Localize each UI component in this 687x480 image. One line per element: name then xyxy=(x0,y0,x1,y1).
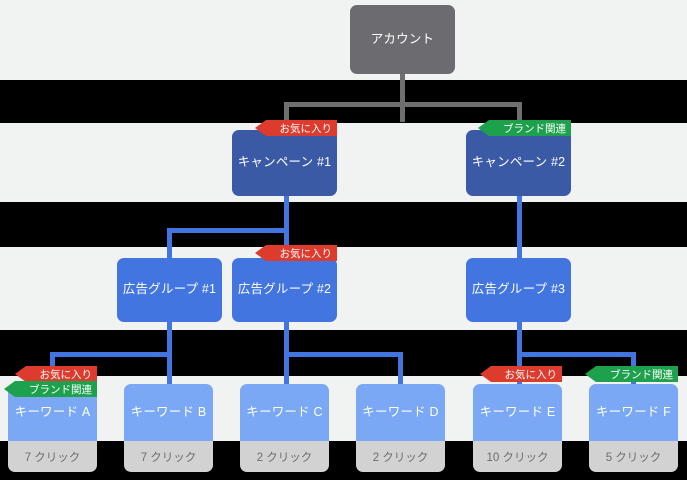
badge-brand-keyword-a[interactable]: ブランド関連 xyxy=(4,381,97,397)
connector-campaign-2-drop xyxy=(517,102,522,130)
node-keyword-c[interactable]: キーワード C xyxy=(240,384,329,441)
keyword-e-clicks: 10 クリック xyxy=(473,441,562,472)
connector-account-stem xyxy=(400,74,405,122)
badge-brand-campaign-2[interactable]: ブランド関連 xyxy=(478,120,571,136)
background-band-2 xyxy=(0,202,687,247)
connector-campaign2-stem xyxy=(517,196,522,258)
node-keyword-f[interactable]: キーワード F xyxy=(589,384,678,441)
connector-campaign-bus xyxy=(284,102,522,107)
node-campaign-2[interactable]: キャンペーン #2 xyxy=(466,130,571,196)
connector-campaign-1-drop xyxy=(284,102,289,130)
background-band-4 xyxy=(0,441,687,480)
connector-keyword-d-drop xyxy=(398,352,403,384)
connector-campaign1-stem xyxy=(284,196,289,258)
badge-favorite-keyword-a[interactable]: お気に入り xyxy=(15,366,97,382)
connector-adgroup-1-drop xyxy=(167,228,172,258)
keyword-d-clicks: 2 クリック xyxy=(356,441,445,472)
node-campaign-1[interactable]: キャンペーン #1 xyxy=(232,130,337,196)
connector-keyword-bus-a xyxy=(50,352,172,357)
node-adgroup-1[interactable]: 広告グループ #1 xyxy=(117,258,222,322)
node-adgroup-3[interactable]: 広告グループ #3 xyxy=(466,258,571,322)
background-band-1 xyxy=(0,80,687,123)
node-adgroup-2[interactable]: 広告グループ #2 xyxy=(232,258,337,322)
badge-favorite-adgroup-2[interactable]: お気に入り xyxy=(255,245,337,261)
connector-adgroup-bus-left xyxy=(167,228,289,233)
badge-brand-keyword-f[interactable]: ブランド関連 xyxy=(585,366,678,382)
node-account[interactable]: アカウント xyxy=(350,5,455,74)
badge-favorite-campaign-1[interactable]: お気に入り xyxy=(255,120,337,136)
node-keyword-e[interactable]: キーワード E xyxy=(473,384,562,441)
badge-favorite-keyword-e[interactable]: お気に入り xyxy=(480,366,562,382)
node-keyword-d[interactable]: キーワード D xyxy=(356,384,445,441)
connector-keyword-a-drop xyxy=(50,352,55,370)
keyword-a-clicks: 7 クリック xyxy=(8,441,97,472)
keyword-b-clicks: 7 クリック xyxy=(124,441,213,472)
connector-keyword-bus-ef xyxy=(517,352,636,357)
keyword-f-clicks: 5 クリック xyxy=(589,441,678,472)
keyword-c-clicks: 2 クリック xyxy=(240,441,329,472)
connector-keyword-bus-cd xyxy=(284,352,403,357)
node-keyword-b[interactable]: キーワード B xyxy=(124,384,213,441)
